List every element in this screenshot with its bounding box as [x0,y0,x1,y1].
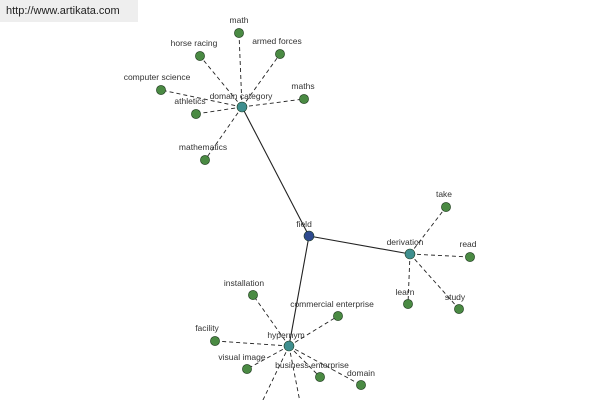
node-visual-image[interactable] [242,364,252,374]
edge-derivation-to-learn [407,253,411,305]
node-label-athletics[interactable]: athletics [174,96,205,106]
node-field[interactable] [303,230,315,242]
node-label-study[interactable]: study [445,292,466,302]
node-math[interactable] [234,28,244,38]
edge-hypernym-to-installation [252,294,290,347]
nodes-layer [156,28,475,390]
node-label-commercial-enterprise[interactable]: commercial enterprise [290,299,374,309]
node-domain-category[interactable] [236,101,248,113]
node-label-maths[interactable]: maths [291,81,314,91]
node-label-domain-category[interactable]: domain category [210,91,274,101]
edge-field-to-domain-category [241,106,310,237]
node-label-domain[interactable]: domain [347,368,375,378]
node-derivation[interactable] [404,248,416,260]
node-installation[interactable] [248,290,258,300]
node-label-derivation[interactable]: derivation [387,237,424,247]
node-label-math[interactable]: math [230,15,249,25]
node-label-business-enterprise[interactable]: business enterprise [275,360,349,370]
node-armed-forces[interactable] [275,49,285,59]
edge-field-to-hypernym [288,235,310,347]
labels-layer: field domain category derivation hypernym ma… [124,15,477,378]
node-learn[interactable] [403,299,413,309]
node-maths[interactable] [299,94,309,104]
edge-hypernym-offscreen-1 [262,345,290,400]
edges-layer [160,32,471,400]
node-commercial-enterprise[interactable] [333,311,343,321]
edge-derivation-to-study [409,253,460,310]
node-label-horse-racing[interactable]: horse racing [171,38,218,48]
node-label-field[interactable]: field [296,219,312,229]
node-label-learn[interactable]: learn [396,287,415,297]
node-study[interactable] [454,304,464,314]
node-label-visual-image[interactable]: visual image [218,352,266,362]
edge-domain-category-to-math [238,32,243,108]
node-label-read[interactable]: read [459,239,476,249]
edge-derivation-to-read [409,253,471,258]
node-label-armed-forces[interactable]: armed forces [252,36,302,46]
site-url-watermark: http://www.artikata.com [0,0,138,22]
edge-domain-category-to-maths [241,98,305,108]
node-facility[interactable] [210,336,220,346]
edge-hypernym-to-facility [214,340,290,347]
node-label-computer-science[interactable]: computer science [124,72,191,82]
edge-domain-category-to-armed-forces [241,53,281,108]
edge-domain-category-to-mathematics [204,106,243,161]
node-mathematics[interactable] [200,155,210,165]
node-business-enterprise[interactable] [315,372,325,382]
edge-hypernym-to-visual-image [246,345,290,370]
node-hypernym[interactable] [283,340,295,352]
edge-hypernym-offscreen-2 [288,345,301,400]
edge-derivation-to-take [409,206,447,255]
node-read[interactable] [465,252,475,262]
node-horse-racing[interactable] [195,51,205,61]
node-label-hypernym[interactable]: hypernym [267,330,304,340]
node-computer-science[interactable] [156,85,166,95]
node-domain[interactable] [356,380,366,390]
node-take[interactable] [441,202,451,212]
node-athletics[interactable] [191,109,201,119]
node-label-mathematics[interactable]: mathematics [179,142,227,152]
edge-hypernym-to-commercial-enterprise [288,315,339,347]
node-label-facility[interactable]: facility [195,323,219,333]
node-label-take[interactable]: take [436,189,452,199]
node-label-installation[interactable]: installation [224,278,264,288]
edge-domain-category-to-athletics [195,106,243,115]
edge-hypernym-to-business-enterprise [288,345,321,378]
edge-field-to-derivation [308,235,411,255]
